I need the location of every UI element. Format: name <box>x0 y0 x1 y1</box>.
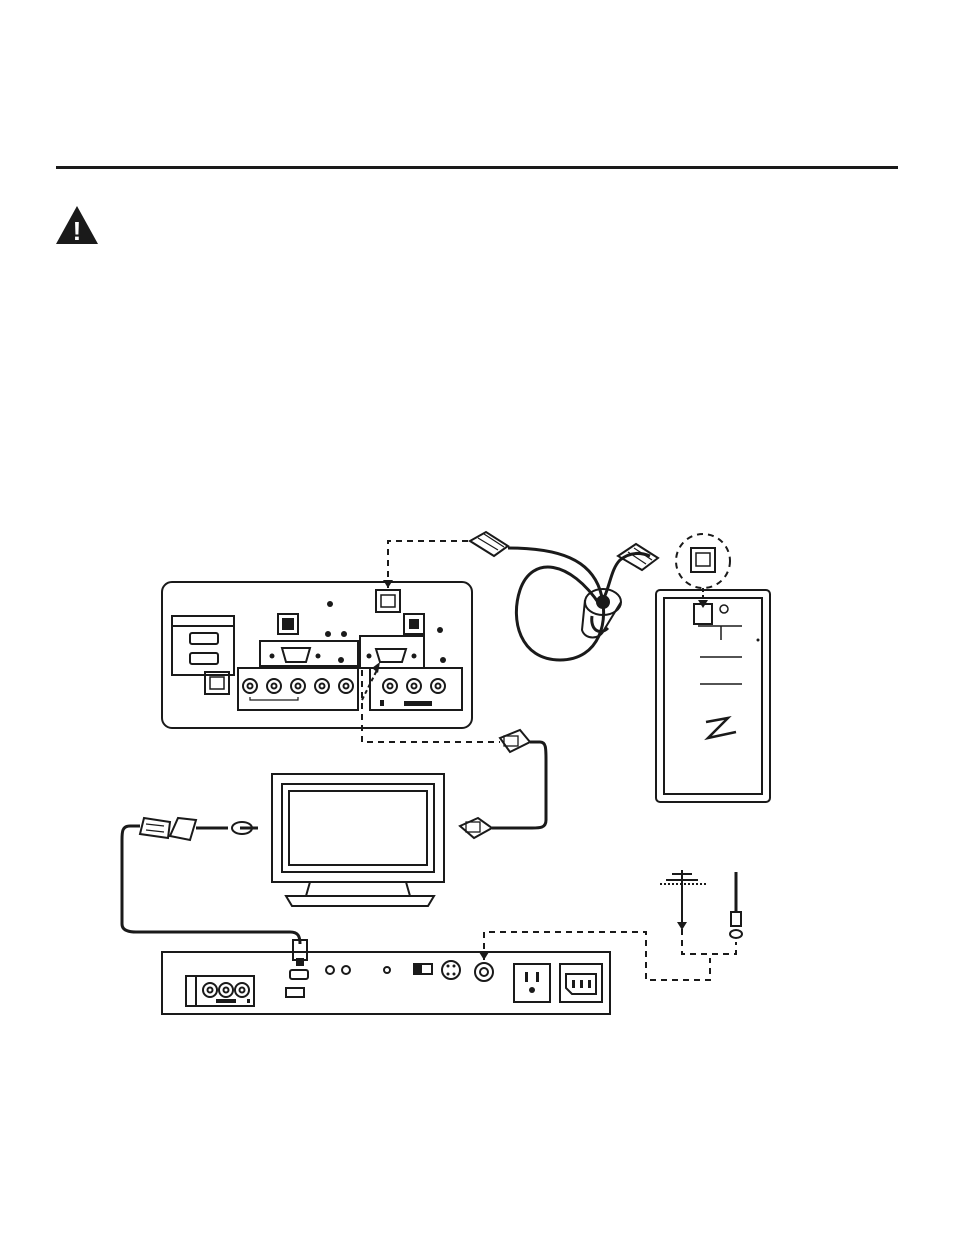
tv-rear-panel <box>162 952 610 1014</box>
rca-jacks-left <box>243 679 353 693</box>
tv-monitor <box>272 774 444 906</box>
zenith-z-logo <box>706 718 736 738</box>
vga-block-right <box>360 636 424 668</box>
hdmi-cable <box>122 818 307 966</box>
hdmi-input <box>290 970 308 979</box>
set-top-box-rear-panel <box>162 582 472 728</box>
usb-port <box>286 988 304 997</box>
rj-jack-top <box>376 590 400 612</box>
hdmi-port-1 <box>190 633 218 644</box>
hdmi-ports-block <box>172 616 234 675</box>
vga-port-right <box>376 649 406 662</box>
vga-port-left <box>282 648 310 662</box>
power-outlet <box>514 964 550 1002</box>
phone-line-wall-jack <box>656 534 770 802</box>
hdmi-port-2 <box>190 653 218 664</box>
rca-jacks-right <box>383 679 445 693</box>
